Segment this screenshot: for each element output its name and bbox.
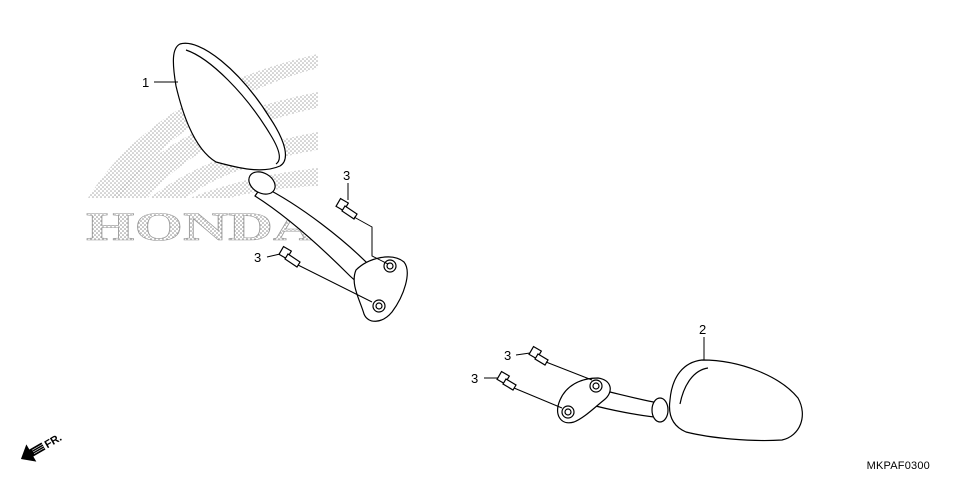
diagram-code: MKPAF0300 [866,460,930,472]
left-mirror [172,42,408,322]
callout-bolt-top: 3 [343,168,350,183]
front-direction-label: FR. [43,432,64,451]
callout-bolt-lower-left: 3 [471,371,478,386]
right-mirror [557,359,803,442]
bolt-top [335,197,358,220]
leader-lines [154,81,705,409]
callout-part-1: 1 [142,75,149,90]
bolt-upper-left [278,245,301,268]
bolt-lower-left [496,370,517,391]
callout-part-2: 2 [699,322,706,337]
callout-bolt-upper-left: 3 [254,250,261,265]
callout-bolt-lower-upper: 3 [504,348,511,363]
front-direction-arrow-icon: FR. [20,432,64,462]
bolt-lower-upper [528,345,549,366]
